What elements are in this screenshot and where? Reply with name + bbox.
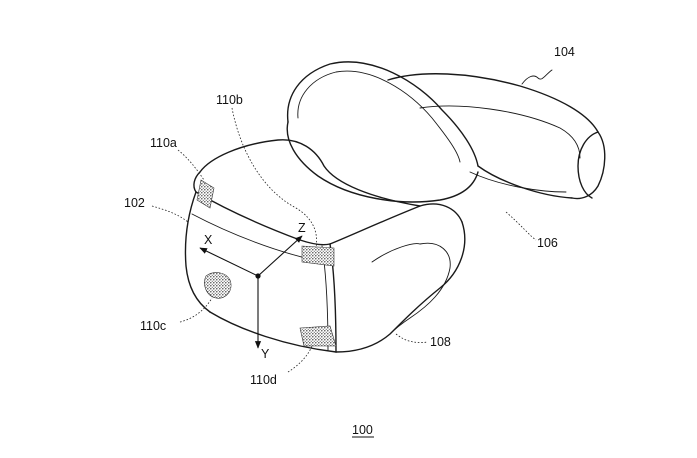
markers — [196, 179, 337, 347]
reference-numerals: 104 110b 110a 102 106 110c 108 110d 100 — [124, 45, 575, 438]
axis-x-label: X — [204, 233, 213, 247]
label-102: 102 — [124, 196, 145, 210]
label-110b: 110b — [216, 93, 243, 107]
figure-number: 100 — [352, 423, 373, 437]
label-106: 106 — [537, 236, 558, 250]
marker-110c — [204, 272, 232, 299]
label-104: 104 — [554, 45, 575, 59]
coordinate-axes: X Y Z — [199, 221, 306, 361]
marker-110a — [196, 179, 215, 209]
head-band — [286, 61, 606, 203]
axis-z-arrow — [257, 235, 303, 277]
axis-x-arrow — [199, 247, 259, 277]
marker-110b — [301, 245, 335, 267]
label-110c: 110c — [140, 319, 166, 333]
label-108: 108 — [430, 335, 451, 349]
leader-lines — [151, 69, 553, 373]
label-110d: 110d — [250, 373, 277, 387]
visor-housing — [184, 139, 466, 353]
axis-y-label: Y — [261, 347, 270, 361]
axis-z-label: Z — [298, 221, 306, 235]
marker-110d — [299, 325, 337, 347]
label-110a: 110a — [150, 136, 177, 150]
